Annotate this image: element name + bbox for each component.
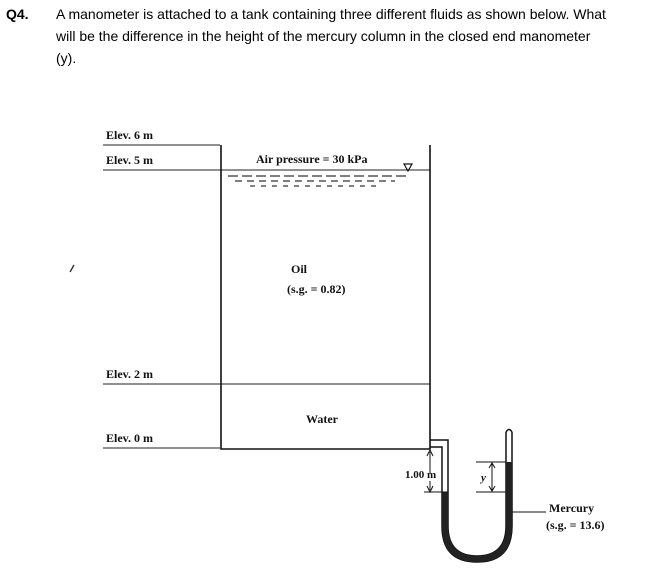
height-arrowhead-up <box>426 448 434 457</box>
question-block: Q4. A manometer is attached to a tank co… <box>0 0 670 80</box>
oil-label: Oil <box>291 262 308 276</box>
manometer-closed-end <box>505 428 513 433</box>
water-label: Water <box>306 412 339 426</box>
elev-6-label: Elev. 6 m <box>106 128 153 142</box>
mercury-fill <box>442 462 512 562</box>
mercury-label: Mercury <box>549 501 594 515</box>
y-label: y <box>479 472 486 484</box>
elev-2-label: Elev. 2 m <box>106 367 153 381</box>
surface-triangle-icon <box>402 163 414 173</box>
question-text-line-2: will be the difference in the height of … <box>56 28 591 44</box>
air-pressure-label: Air pressure = 30 kPa <box>256 152 368 166</box>
mercury-sg-label: (s.g. = 13.6) <box>546 518 605 532</box>
question-text-line-3: (y). <box>56 50 77 66</box>
oil-sg-label: (s.g. = 0.82) <box>287 282 346 296</box>
oil-surface-marks <box>228 175 410 187</box>
tank-outline <box>220 145 431 450</box>
question-number: Q4. <box>6 6 29 22</box>
y-arrowhead-up <box>488 462 496 469</box>
elev-5-label: Elev. 5 m <box>106 153 153 167</box>
height-label: 1.00 m <box>405 469 436 481</box>
y-arrowhead-down <box>488 485 496 492</box>
elev-0-label: Elev. 0 m <box>106 431 153 445</box>
question-text-line-1: A manometer is attached to a tank contai… <box>56 6 606 22</box>
stray-mark <box>69 264 75 273</box>
